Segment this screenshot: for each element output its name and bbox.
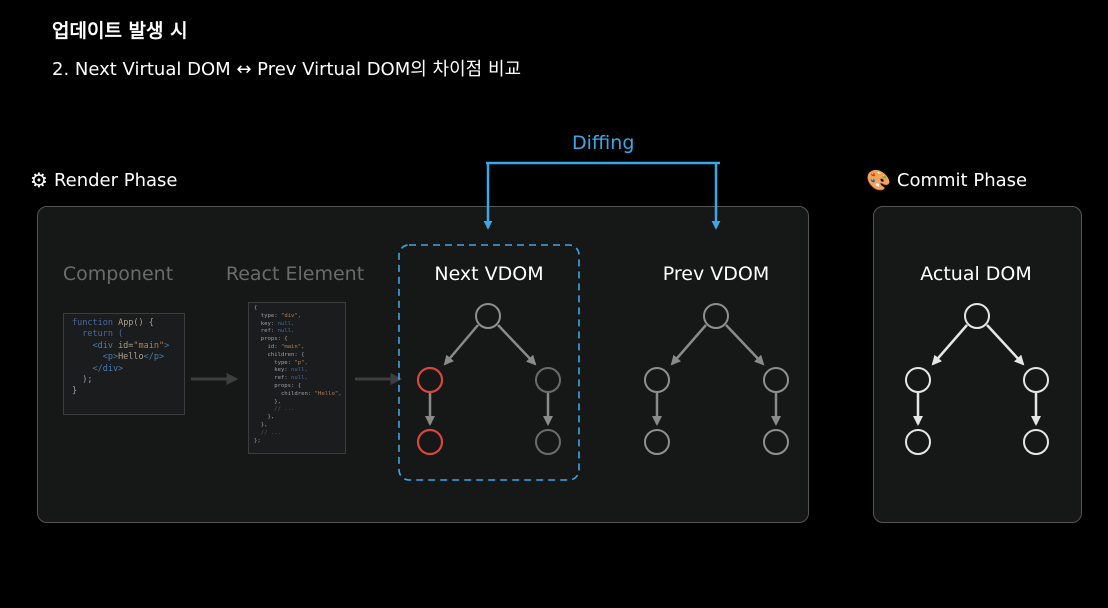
code-token: children: {: [254, 351, 305, 358]
code-token: props: {: [254, 336, 288, 343]
tree-node-root: [964, 303, 990, 329]
tree-edge: [670, 324, 707, 366]
code-token: "main": [133, 340, 165, 351]
next-vdom-highlight: [398, 244, 580, 481]
next-vdom-column-label: Next VDOM: [434, 263, 544, 285]
tree-node-root: [703, 303, 729, 329]
commit-phase-label: 🎨 Commit Phase: [866, 168, 1027, 192]
tree-edge: [443, 324, 479, 366]
tree-node: [644, 367, 670, 393]
code-token: type:: [254, 359, 295, 366]
code-token: key:: [254, 367, 292, 374]
code-token: function: [72, 318, 113, 328]
page-title: 업데이트 발생 시: [52, 20, 188, 42]
actual-dom-tree: [905, 303, 1049, 455]
code-token: null,: [291, 367, 308, 374]
code-token: },: [254, 414, 275, 421]
tree-node: [763, 367, 789, 393]
react-element-code-box: { type: "div", key: null, ref: null, pro…: [248, 302, 346, 454]
code-token: type:: [254, 312, 281, 319]
palette-icon: 🎨: [866, 168, 891, 192]
code-token: );: [72, 375, 93, 386]
tree-node: [535, 367, 561, 393]
prev-vdom-column-label: Prev VDOM: [662, 263, 770, 285]
code-token: return (: [72, 329, 124, 340]
tree-edge: [725, 324, 765, 366]
code-token: children:: [254, 390, 315, 397]
tree-node: [763, 429, 789, 455]
tree-node: [1023, 367, 1049, 393]
gear-icon: ⚙: [30, 168, 48, 192]
code-token: <div: [72, 340, 119, 351]
code-token: >: [164, 340, 170, 351]
next-vdom-tree: [416, 303, 561, 456]
code-token: props: {: [254, 382, 302, 389]
commit-phase-panel: [873, 206, 1082, 523]
code-token: ref:: [254, 375, 292, 382]
code-token: null,: [277, 320, 295, 327]
code-token: </p>: [143, 352, 165, 363]
code-token: ref:: [254, 328, 278, 335]
code-token: },: [254, 421, 268, 428]
commit-phase-text: Commit Phase: [896, 169, 1028, 191]
tree-edge: [986, 324, 1025, 366]
code-token: null,: [277, 328, 295, 335]
tree-node: [905, 429, 931, 455]
code-token: "div",: [280, 312, 302, 319]
code-token: {: [254, 305, 258, 311]
tree-node-changed: [416, 428, 444, 456]
prev-vdom-tree: [644, 303, 789, 455]
code-token: // ...: [254, 429, 281, 436]
tree-node: [905, 367, 931, 393]
actual-dom-column-label: Actual DOM: [920, 263, 1032, 285]
code-token: <p>: [72, 352, 119, 363]
code-token: id:: [254, 343, 281, 350]
code-token: "p",: [294, 359, 308, 366]
render-phase-label: ⚙ Render Phase: [30, 168, 178, 192]
component-code-box: function App() { return ( <div id="main"…: [63, 313, 185, 415]
tree-node: [1023, 429, 1049, 455]
component-column-label: Component: [62, 263, 174, 285]
code-token: // ...: [254, 406, 295, 413]
tree-node-changed: [416, 366, 444, 394]
tree-edge: [931, 324, 968, 366]
tree-node-root: [475, 303, 501, 329]
code-token: "main",: [280, 343, 305, 350]
code-token: id=: [118, 340, 134, 351]
tree-edge: [497, 324, 537, 366]
code-token: key:: [254, 320, 278, 327]
code-token: App() {: [112, 318, 154, 328]
page-subtitle: 2. Next Virtual DOM ↔ Prev Virtual DOM의 …: [52, 59, 522, 80]
diffing-label: Diffing: [572, 132, 635, 154]
code-token: Hello: [118, 352, 144, 363]
tree-node: [535, 429, 561, 455]
code-token: },: [254, 398, 281, 405]
code-token: null,: [291, 375, 308, 382]
diffing-bracket: [483, 161, 721, 230]
code-token: </div>: [72, 363, 124, 374]
react-element-column-label: React Element: [225, 263, 365, 285]
code-token: };: [254, 437, 261, 444]
code-token: }: [72, 386, 78, 397]
render-phase-text: Render Phase: [53, 169, 178, 191]
tree-node: [644, 429, 670, 455]
code-token: "Hello",: [314, 390, 342, 397]
